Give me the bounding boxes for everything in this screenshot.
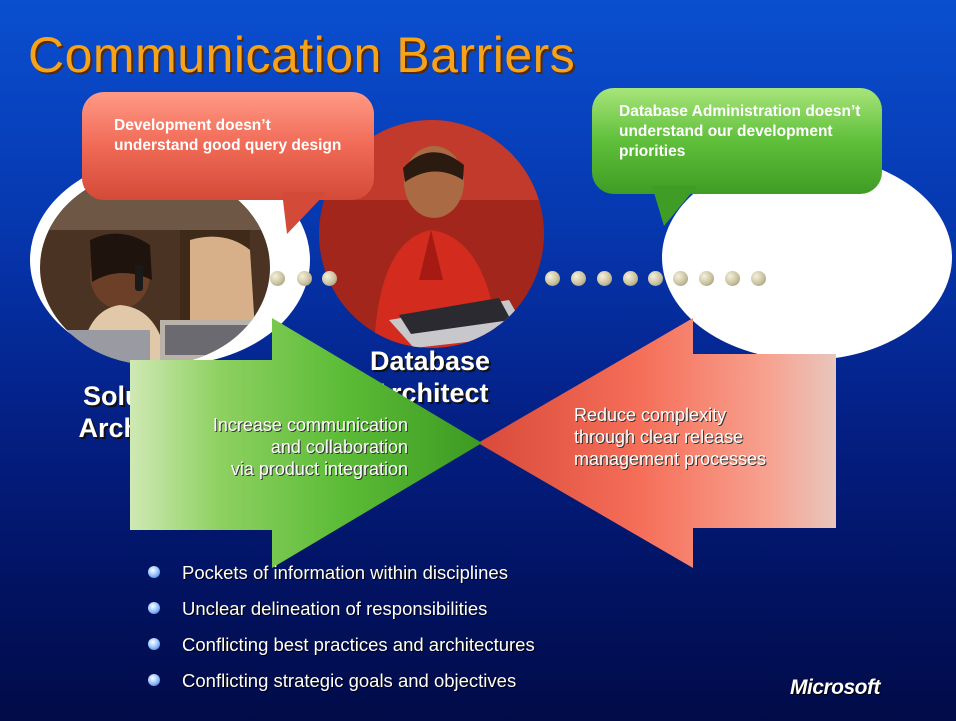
bullet-icon	[148, 674, 160, 686]
bullet-item: Conflicting best practices and architect…	[146, 628, 535, 664]
bullet-icon	[148, 566, 160, 578]
bullet-icon	[148, 602, 160, 614]
microsoft-logo: Microsoft	[790, 676, 881, 699]
slide-title: Communication Barriers	[28, 27, 576, 83]
reduce-complexity-arrow	[478, 318, 836, 568]
bullet-item: Conflicting strategic goals and objectiv…	[146, 664, 535, 700]
development-speech-bubble: Development doesn’t understand good quer…	[82, 92, 382, 242]
dba-speech-bubble: Database Administration doesn’t understa…	[592, 88, 892, 238]
barrier-bullet-list: Pockets of information within discipline…	[146, 556, 535, 700]
database-architect-label: Database Architect	[369, 346, 491, 409]
increase-communication-arrow	[130, 318, 482, 568]
red-arrow-text: Reduce complexity through clear release …	[574, 405, 767, 469]
bullet-item: Unclear delineation of responsibilities	[146, 592, 535, 628]
green-arrow-text: Increase communication and collaboration…	[212, 415, 408, 479]
bullet-item: Pockets of information within discipline…	[146, 556, 535, 592]
bullet-icon	[148, 638, 160, 650]
